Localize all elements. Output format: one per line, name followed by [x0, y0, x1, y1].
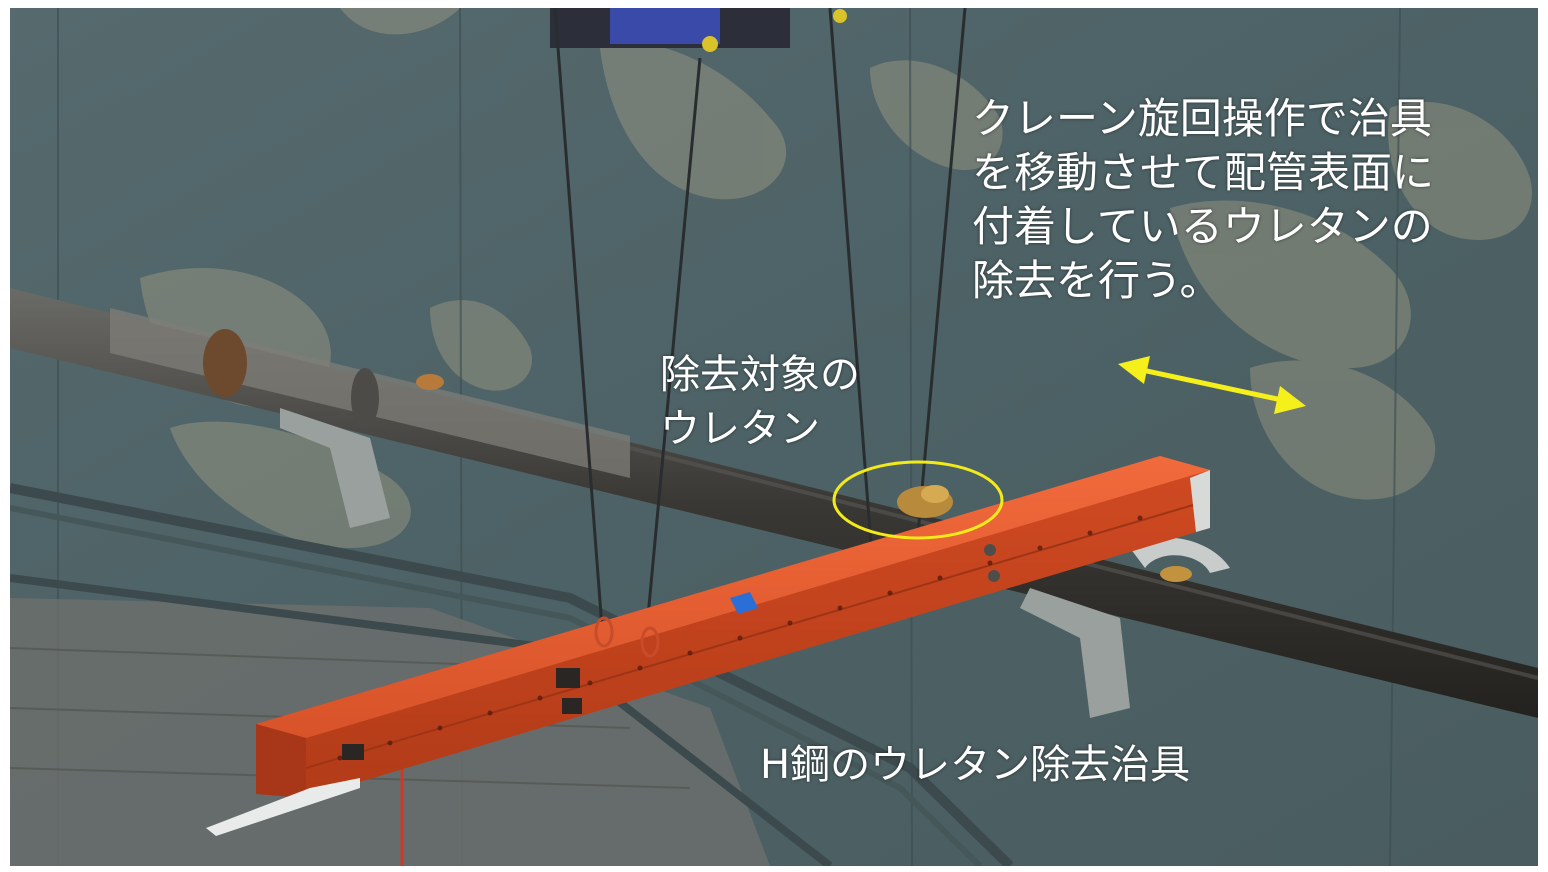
- operation-note-text: クレーン旋回操作で治具 を移動させて配管表面に 付着しているウレタンの 除去を行…: [972, 94, 1435, 305]
- hoist-cables: [400, 8, 967, 866]
- photo-scene: [10, 8, 1538, 866]
- crane-hook-block: [550, 8, 847, 52]
- target-urethane-label: 除去対象の ウレタン: [660, 352, 860, 452]
- ellipse-highlight-icon: [832, 460, 1004, 540]
- h-beam-jig: [206, 456, 1211, 836]
- urethane-deposit: [897, 485, 1192, 582]
- jig-label: H鋼のウレタン除去治具: [760, 742, 1191, 788]
- double-headed-arrow-icon: [1118, 356, 1306, 414]
- scene-drawing: [10, 8, 1538, 866]
